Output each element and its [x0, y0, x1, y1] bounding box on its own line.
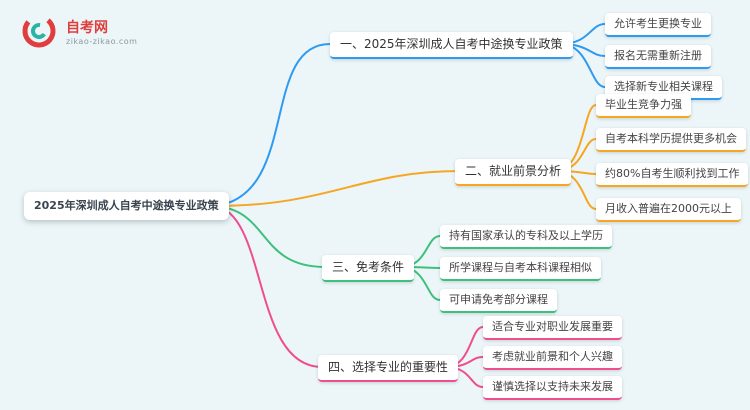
site-logo-title: 自考网	[66, 19, 108, 36]
site-logo-icon	[20, 12, 58, 54]
site-logo[interactable]: 自考网 zikao-zikao.com	[20, 12, 137, 54]
leaf-node-2-4: 月收入普遍在2000元以上	[596, 198, 741, 222]
leaf-node-1-2: 报名无需重新注册	[605, 45, 711, 69]
leaf-node-2-3: 约80%自考生顺利找到工作	[596, 163, 749, 187]
connector-root-branch3	[214, 205, 326, 268]
leaf-node-1-1: 允许考生更换专业	[605, 13, 711, 37]
branch-node-2: 二、就业前景分析	[455, 159, 572, 186]
site-logo-domain: zikao-zikao.com	[66, 36, 138, 46]
leaf-node-4-3: 谨慎选择以支持未来发展	[483, 376, 622, 400]
leaf-node-3-2: 所学课程与自考本科课程相似	[440, 257, 601, 281]
leaf-node-3-1: 持有国家承认的专科及以上学历	[440, 225, 612, 249]
leaf-node-2-1: 毕业生竞争力强	[596, 94, 691, 118]
connector-root-branch2	[214, 170, 461, 207]
branch-node-3: 三、免考条件	[322, 255, 415, 282]
leaf-node-4-1: 适合专业对职业发展重要	[483, 316, 622, 340]
connector-root-branch1	[214, 43, 331, 207]
branch-node-1: 一、2025年深圳成人自考中途换专业政策	[330, 32, 573, 59]
leaf-node-4-2: 考虑就业前景和个人兴趣	[483, 346, 622, 370]
leaf-node-2-2: 自考本科学历提供更多机会	[596, 128, 746, 152]
leaf-node-3-3: 可申请免考部分课程	[440, 289, 557, 313]
branch-node-4: 四、选择专业的重要性	[318, 355, 459, 382]
mindmap-root-node: 2025年深圳成人自考中途换专业政策	[24, 192, 229, 220]
connector-root-branch4	[214, 205, 323, 368]
